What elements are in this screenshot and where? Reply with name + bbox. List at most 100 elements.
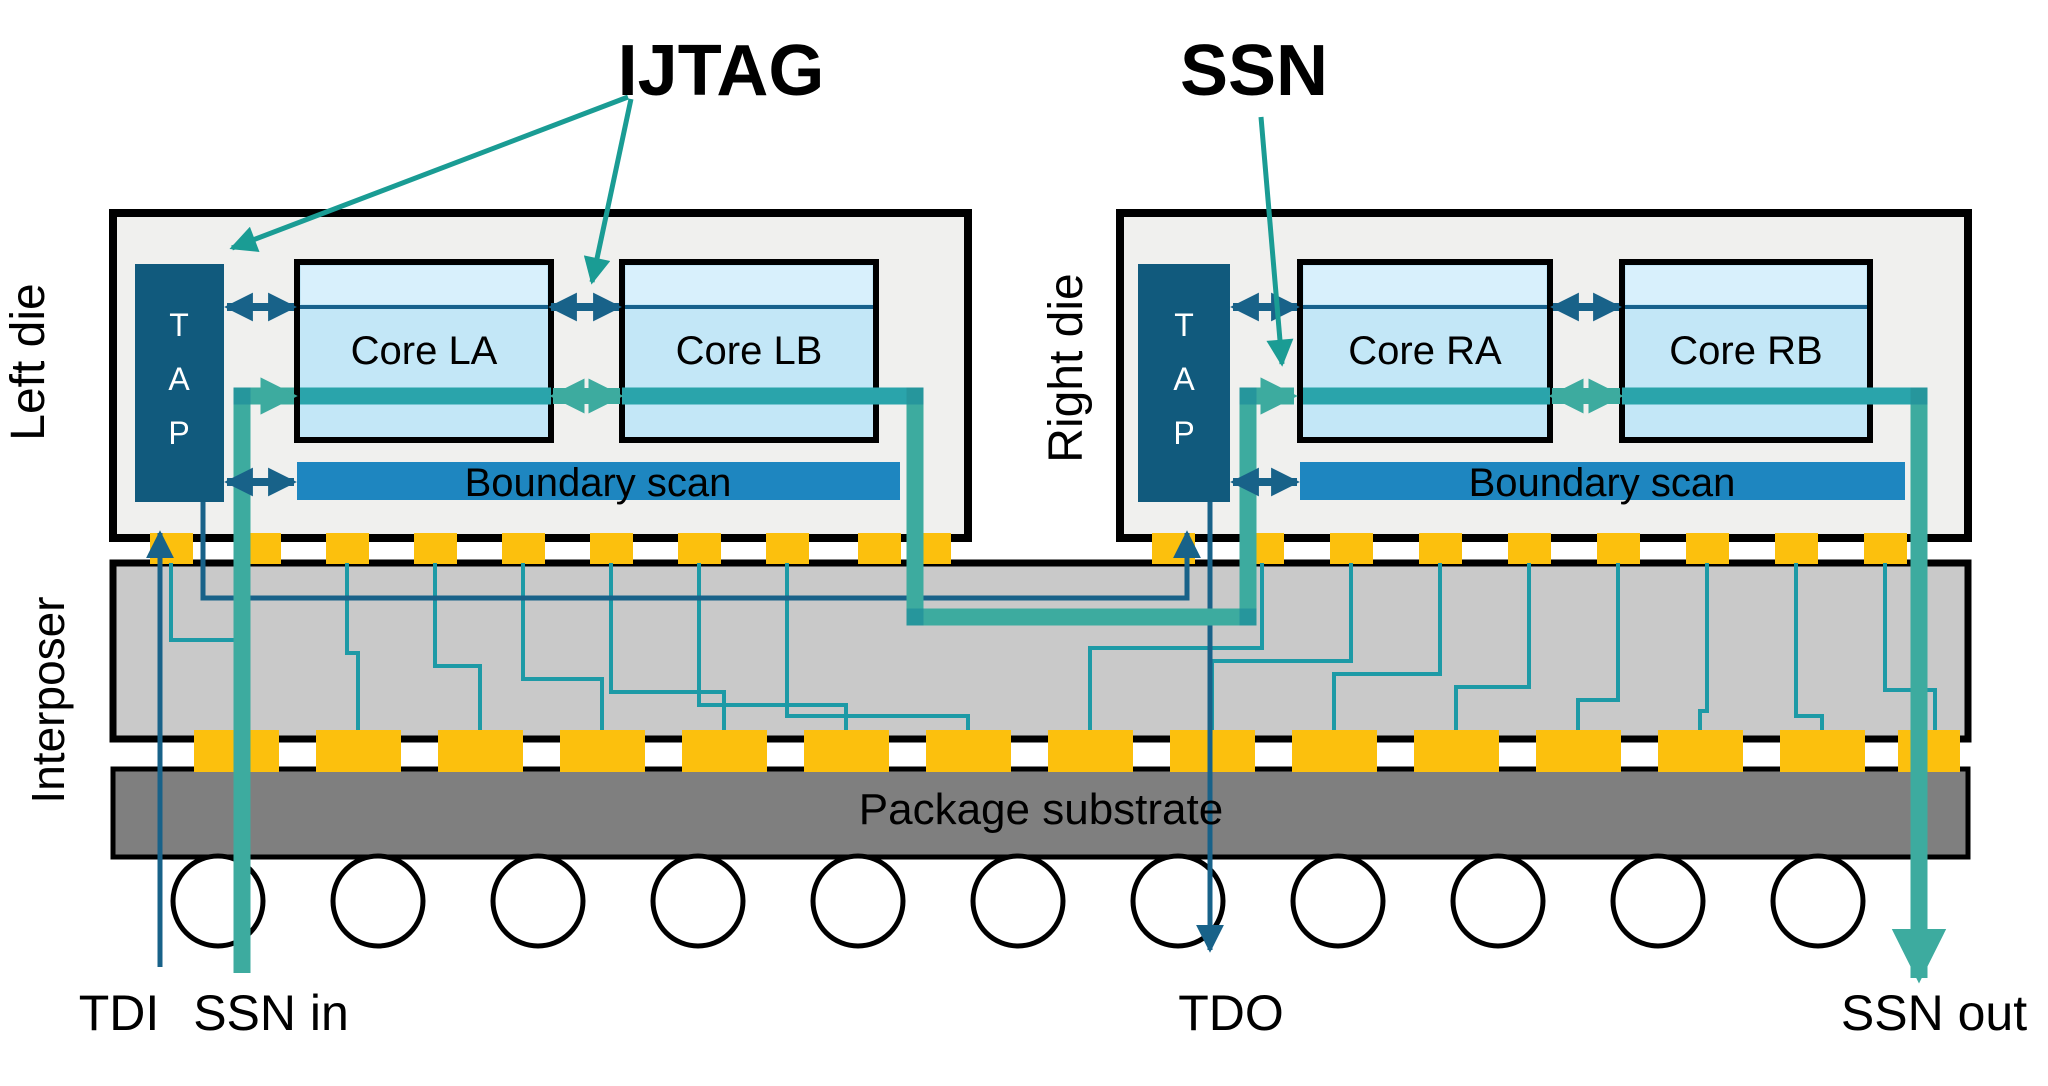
interposer-box xyxy=(109,559,1972,743)
c4-bump-row xyxy=(194,730,1960,772)
interposer-trace xyxy=(1088,563,1264,730)
microbump xyxy=(1508,533,1551,564)
svg-text:A: A xyxy=(1173,361,1195,397)
microbump xyxy=(858,533,901,564)
interposer-trace xyxy=(785,563,970,730)
right-boundary-scan-bar xyxy=(1300,462,1905,500)
microbump xyxy=(150,533,193,564)
left-tap-label: T A P xyxy=(168,307,190,451)
bga-ball-row xyxy=(170,853,1866,949)
bga-ball xyxy=(1290,853,1386,949)
ssn-elbow-overlap xyxy=(906,608,924,626)
microbump xyxy=(414,533,457,564)
svg-text:A: A xyxy=(168,361,190,397)
ssn-elbow-overlap xyxy=(233,387,251,405)
microbump xyxy=(1419,533,1462,564)
svg-text:P: P xyxy=(168,415,189,451)
right-die-label: Right die xyxy=(1040,273,1093,462)
tdo-port-label: TDO xyxy=(1178,985,1284,1041)
bga-ball xyxy=(650,853,746,949)
left-die-label: Left die xyxy=(2,283,55,440)
right-boundary-scan-label: Boundary scan xyxy=(1469,461,1736,505)
ssn-elbow-overlap xyxy=(1239,608,1257,626)
interposer-trace xyxy=(1332,563,1442,730)
bga-ball xyxy=(810,853,906,949)
left-tap-block xyxy=(135,264,224,502)
microbump xyxy=(590,533,633,564)
bga-ball xyxy=(490,853,586,949)
microbump xyxy=(1597,533,1640,564)
svg-text:P: P xyxy=(1173,415,1194,451)
bga-ball xyxy=(1130,853,1226,949)
interposer-trace xyxy=(521,563,604,730)
c4-bump xyxy=(1414,730,1499,772)
bga-ball xyxy=(1610,853,1706,949)
ssn-band-core-ra xyxy=(1303,387,1550,405)
core-la-box xyxy=(294,259,554,443)
c4-bump xyxy=(1658,730,1743,772)
microbump xyxy=(1775,533,1818,564)
microbump xyxy=(678,533,721,564)
ijtag-annotation-arrow-cores xyxy=(583,98,634,285)
tdo-interposer-chain-line xyxy=(200,502,1201,601)
core-ra-box xyxy=(1297,259,1553,443)
core-rb-box xyxy=(1619,259,1873,443)
bga-ball xyxy=(1770,853,1866,949)
svg-text:T: T xyxy=(169,307,189,343)
core-lb-box xyxy=(619,259,879,443)
c4-bump xyxy=(1292,730,1377,772)
core-lb-label: Core LB xyxy=(676,329,823,373)
microbump xyxy=(1686,533,1729,564)
c4-bump xyxy=(1898,730,1960,772)
microbump xyxy=(1330,533,1373,564)
left-boundary-scan-bar xyxy=(297,462,900,500)
ssn-title: SSN xyxy=(1180,31,1328,111)
left-boundary-scan-label: Boundary scan xyxy=(465,461,732,505)
ssn-band-core-lb xyxy=(622,387,908,405)
c4-bump xyxy=(682,730,767,772)
ssn-elbow-overlap xyxy=(1239,387,1257,405)
microbump xyxy=(326,533,369,564)
bga-ball xyxy=(1450,853,1546,949)
c4-bump xyxy=(560,730,645,772)
interposer-trace xyxy=(433,563,482,730)
core-la-label: Core LA xyxy=(351,329,498,373)
c4-bump xyxy=(926,730,1011,772)
ssn-elbow-overlap xyxy=(1910,387,1928,405)
tdi-port-label: TDI xyxy=(79,985,160,1041)
microbump xyxy=(1864,533,1907,564)
svg-text:T: T xyxy=(1174,307,1194,343)
package-substrate-label: Package substrate xyxy=(859,785,1223,834)
core-rb-label: Core RB xyxy=(1669,329,1822,373)
interposer-trace xyxy=(609,563,726,730)
ssn-out-port-label: SSN out xyxy=(1841,985,2027,1041)
interposer-trace xyxy=(1576,563,1620,730)
c4-bump xyxy=(438,730,523,772)
interposer-trace xyxy=(1698,563,1709,730)
c4-bump xyxy=(804,730,889,772)
interposer-trace xyxy=(1883,563,1937,730)
ssn-band-core-la xyxy=(300,387,551,405)
c4-bump xyxy=(1048,730,1133,772)
microbump xyxy=(502,533,545,564)
interposer-trace xyxy=(345,563,360,730)
ssn-elbow-overlap xyxy=(906,387,924,405)
ssn-annotation-arrow xyxy=(1258,116,1294,367)
interposer-trace xyxy=(1454,563,1531,730)
right-tap-block xyxy=(1138,264,1230,502)
package-substrate-box xyxy=(110,766,1971,860)
interposer-trace xyxy=(1794,563,1824,730)
bga-ball xyxy=(330,853,426,949)
right-tap-label: T A P xyxy=(1173,307,1195,451)
microbump xyxy=(766,533,809,564)
c4-bump xyxy=(316,730,401,772)
ssn-in-port-label: SSN in xyxy=(193,985,349,1041)
ssn-band-core-rb xyxy=(1622,387,1912,405)
interposer-label: Interposer xyxy=(22,596,74,803)
ijtag-annotation-arrow-tap xyxy=(229,94,629,252)
core-ra-label: Core RA xyxy=(1348,329,1502,373)
bga-ball xyxy=(970,853,1066,949)
c4-bump xyxy=(1780,730,1865,772)
interposer-trace-group xyxy=(169,563,1937,730)
